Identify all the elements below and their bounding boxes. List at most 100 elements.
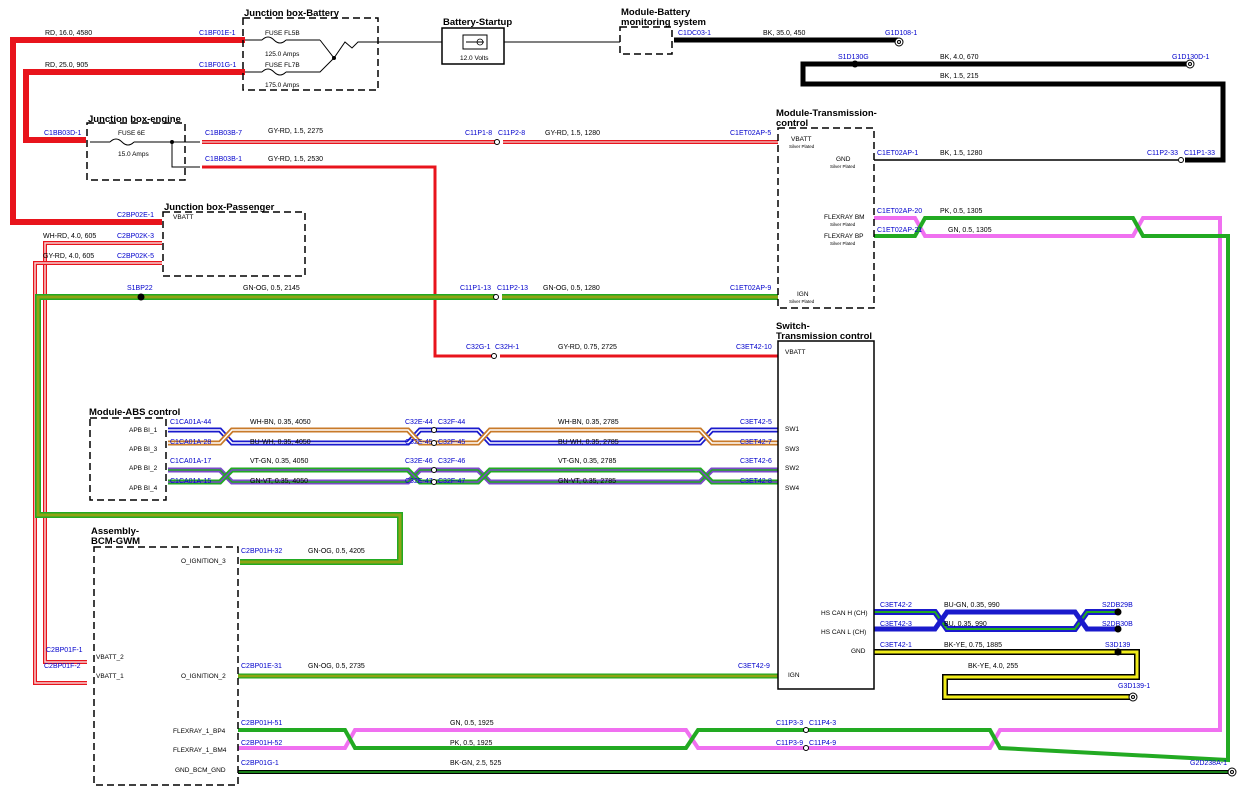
title-bms-1: Module-Battery bbox=[621, 7, 691, 18]
pin-tcm-gnd: GND bbox=[836, 156, 851, 163]
pin-bcm-vbatt1: VBATT_1 bbox=[96, 673, 124, 680]
conn-c1bf01g1: C1BF01G-1 bbox=[199, 62, 236, 69]
junction-box-passenger bbox=[162, 211, 306, 277]
conn-c32e47: C32E-47 bbox=[405, 478, 433, 485]
pin-sw3: SW3 bbox=[785, 446, 799, 453]
wire-label-w8: BK, 1.5, 1280 bbox=[940, 150, 983, 157]
conn-c11p49: C11P4-9 bbox=[809, 740, 836, 747]
conn-c32f47: C32F-47 bbox=[438, 478, 465, 485]
wire-bugn-core bbox=[874, 611, 1118, 630]
conn-c1bb03d1: C1BB03D-1 bbox=[44, 130, 81, 137]
conn-c3et421: C3ET42-1 bbox=[880, 642, 912, 649]
pin-sw-canh: HS CAN H (CH) bbox=[821, 610, 868, 617]
wire-bkye-core bbox=[874, 650, 1139, 699]
conn-c11p233: C11P2-33 bbox=[1147, 150, 1178, 157]
conn-c3et4210: C3ET42-10 bbox=[736, 344, 772, 351]
pin-tcm-ign-plating: Silver Plated bbox=[789, 299, 815, 304]
wire-gn-1305 bbox=[238, 216, 1230, 763]
ground-g1d130d-1 bbox=[1185, 59, 1195, 69]
conn-c11p18: C11P1-8 bbox=[465, 130, 492, 137]
title-tcm-2: control bbox=[776, 118, 808, 129]
wire-label-w15: GN-OG, 0.5, 1280 bbox=[543, 285, 600, 292]
conn-c3et425: C3ET42-5 bbox=[740, 419, 772, 426]
title-bcm-1: Assembly- bbox=[91, 526, 139, 537]
battery-startup bbox=[441, 27, 505, 65]
wire-labels: RD, 16.0, 4580 RD, 25.0, 905 BK, 35.0, 4… bbox=[43, 30, 1018, 767]
conn-c11p43: C11P4-3 bbox=[809, 720, 836, 727]
pin-sw-gnd: GND bbox=[851, 648, 866, 655]
connector-markers bbox=[137, 37, 1237, 777]
conn-c1et02ap21: C1ET02AP-21 bbox=[877, 227, 922, 234]
inline-connector-c11p1-8 bbox=[494, 139, 500, 145]
wire-label-w16: GY-RD, 0.75, 2725 bbox=[558, 344, 617, 351]
splice-s2db29b bbox=[1114, 608, 1122, 616]
junction-box-battery bbox=[242, 17, 379, 91]
wire-gyrd-605-core bbox=[34, 262, 162, 684]
pin-bcm-gnd: GND_BCM_GND bbox=[175, 767, 226, 774]
conn-c32e44: C32E-44 bbox=[405, 419, 433, 426]
splice-s2db30b bbox=[1114, 625, 1122, 633]
wire-label-w25: GN-OG, 0.5, 4205 bbox=[308, 548, 365, 555]
conn-c11p28: C11P2-8 bbox=[498, 130, 525, 137]
pin-sw4: SW4 bbox=[785, 485, 799, 492]
module-bms bbox=[619, 26, 673, 55]
conn-c3et428: C3ET42-8 bbox=[740, 478, 772, 485]
pin-tcm-vbatt-plating: Silver Plated bbox=[789, 144, 815, 149]
pin-tcm-ign: IGN bbox=[797, 291, 809, 298]
splice-s3d139 bbox=[1114, 648, 1122, 656]
module-abs bbox=[89, 417, 167, 501]
pin-labels: VBATT Silver Plated GND Silver Plated FL… bbox=[96, 136, 868, 774]
wire-bkye bbox=[874, 649, 1140, 700]
conn-s2db29b: S2DB29B bbox=[1102, 602, 1133, 609]
inline-connector-c32e-46 bbox=[431, 467, 437, 473]
wire-label-w10: PK, 0.5, 1305 bbox=[940, 208, 983, 215]
module-tcm bbox=[777, 127, 875, 309]
battery-symbol bbox=[462, 34, 488, 50]
conn-c1dc031: C1DC03-1 bbox=[678, 30, 711, 37]
inline-connector-c32e-47 bbox=[431, 479, 437, 485]
conn-c11p113: C11P1-13 bbox=[460, 285, 491, 292]
conn-c3et426: C3ET42-6 bbox=[740, 458, 772, 465]
pin-sw1: SW1 bbox=[785, 426, 799, 433]
wire-gnog-2145-core bbox=[36, 295, 495, 564]
pin-sw2: SW2 bbox=[785, 465, 799, 472]
inline-connector-c11p3-9 bbox=[803, 745, 809, 751]
conn-c1et02ap5: C1ET02AP-5 bbox=[730, 130, 771, 137]
title-jb-engine: Junction box-engine bbox=[88, 114, 181, 125]
conn-c32f44: C32F-44 bbox=[438, 419, 465, 426]
conn-s2db30b: S2DB30B bbox=[1102, 621, 1133, 628]
title-switch-1: Switch- bbox=[776, 321, 810, 332]
ground-g2d238a-1 bbox=[1227, 767, 1237, 777]
conn-c3et423: C3ET42-3 bbox=[880, 621, 912, 628]
conn-c2bp02e1: C2BP02E-1 bbox=[117, 212, 154, 219]
splice-s1d130g bbox=[851, 60, 859, 68]
conn-c2bp02k3: C2BP02K-3 bbox=[117, 233, 154, 240]
inline-connector-c32e-45 bbox=[431, 440, 437, 446]
fuse-fl7b-rating: 175.0 Amps bbox=[265, 82, 300, 89]
wire-rd-25 bbox=[23, 69, 245, 143]
pin-tcm-vbatt: VBATT bbox=[791, 136, 811, 143]
title-battery-startup: Battery-Startup bbox=[443, 17, 512, 28]
wire-label-w1: RD, 16.0, 4580 bbox=[45, 30, 92, 37]
conn-c32f45: C32F-45 bbox=[438, 439, 465, 446]
conn-s1d130g: S1D130G bbox=[838, 54, 869, 61]
wire-whrd-core bbox=[44, 242, 162, 663]
junction-box-engine bbox=[86, 122, 186, 181]
wire-label-w13: GY-RD, 4.0, 605 bbox=[43, 253, 94, 260]
wire-label-w14: GN-OG, 0.5, 2145 bbox=[243, 285, 300, 292]
conn-c1ca01a17: C1CA01A-17 bbox=[170, 458, 211, 465]
wire-bu bbox=[874, 609, 1118, 632]
conn-s1bp22: S1BP22 bbox=[127, 285, 153, 292]
wire-label-w21: VT-GN, 0.35, 4050 bbox=[250, 458, 308, 465]
wire-label-w4: BK, 4.0, 670 bbox=[940, 54, 979, 61]
wire-label-w27: BU, 0.35, 990 bbox=[944, 621, 987, 628]
conn-g2d238a1: G2D238A-1 bbox=[1190, 760, 1227, 767]
conn-c3et427: C3ET42-7 bbox=[740, 439, 772, 446]
inline-connector-c32g-1 bbox=[491, 353, 497, 359]
wire-label-w5: BK, 1.5, 215 bbox=[940, 73, 979, 80]
wire-label-w30: GN-OG, 0.5, 2735 bbox=[308, 663, 365, 670]
conn-c1bf01e1: C1BF01E-1 bbox=[199, 30, 236, 37]
ground-g1d108-1 bbox=[894, 37, 904, 47]
wire-gyrd-605 bbox=[33, 261, 162, 685]
